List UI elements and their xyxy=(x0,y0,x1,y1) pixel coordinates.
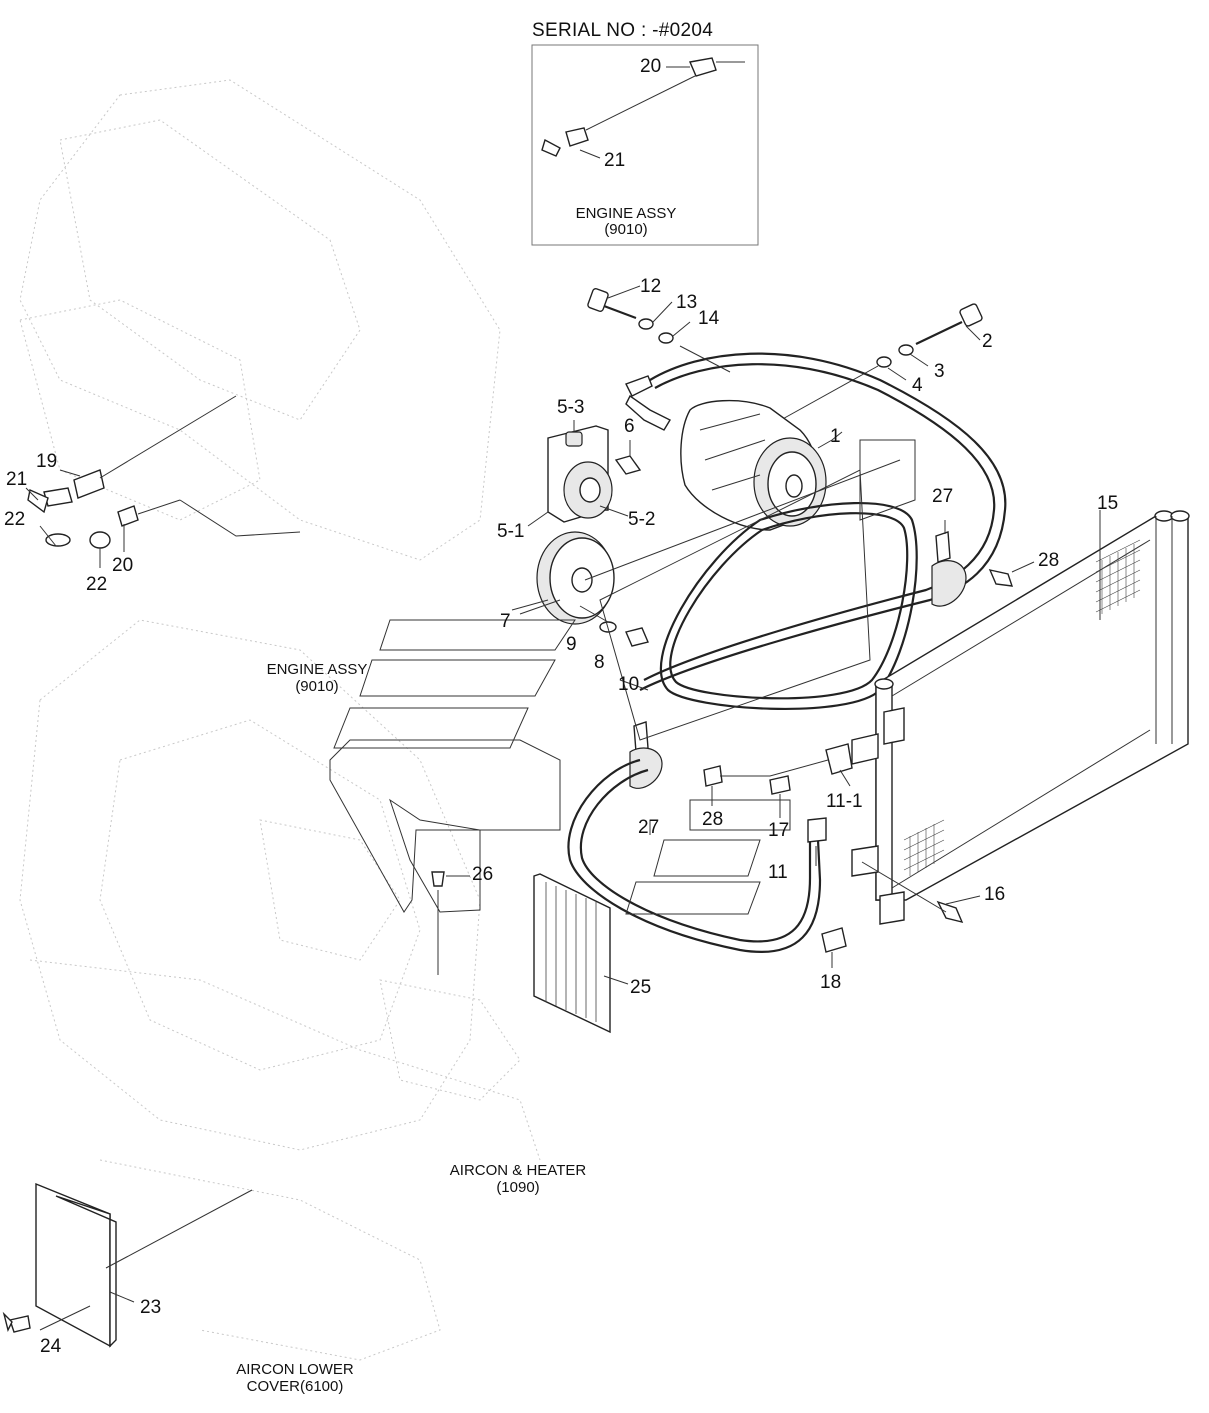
callout-3: 3 xyxy=(934,361,945,382)
callout-25: 25 xyxy=(630,977,652,998)
condenser-icon xyxy=(821,510,1190,953)
callout-11: 11 xyxy=(768,862,788,883)
aircon-lower-cover-ref-code: COVER(6100) xyxy=(246,1378,344,1395)
aircon-heater-ref-code: (1090) xyxy=(496,1179,540,1196)
callout-26: 26 xyxy=(472,864,494,885)
callout-22-left: 22 xyxy=(4,509,26,530)
callout-5-3: 5-3 xyxy=(557,397,585,418)
callout-21: 21 xyxy=(6,469,28,490)
belt-icon xyxy=(659,502,918,711)
wing-nut-icon xyxy=(2,1311,31,1333)
callout-5-2: 5-2 xyxy=(628,509,656,530)
callout-12: 12 xyxy=(640,276,662,297)
callout-11-1: 11-1 xyxy=(826,791,863,812)
engine-ghost-outline xyxy=(19,79,541,1361)
callout-10: 10 xyxy=(618,674,640,695)
engine-bracket-outline xyxy=(329,439,916,915)
aircon-lower-cover-ref-title: AIRCON LOWER xyxy=(236,1361,354,1378)
inset-box xyxy=(531,44,759,246)
callout-18: 18 xyxy=(820,972,842,993)
callout-19: 19 xyxy=(36,451,58,472)
callout-9: 9 xyxy=(566,634,577,655)
callout-27-upper: 27 xyxy=(932,486,954,507)
callout-7: 7 xyxy=(500,611,511,632)
inset-engine-ref-title: ENGINE ASSY xyxy=(575,205,677,222)
hose-icon xyxy=(625,345,1007,691)
callout-2: 2 xyxy=(982,331,993,352)
clamp-icon xyxy=(931,520,1014,607)
bolt-2-icon xyxy=(769,303,983,427)
callout-17: 17 xyxy=(768,820,790,841)
left-fittings-icon xyxy=(25,395,301,568)
inset-engine-ref-code: (9010) xyxy=(604,221,648,238)
callout-20: 20 xyxy=(112,555,134,576)
callout-13: 13 xyxy=(676,292,698,313)
engine-assy-ref-title: ENGINE ASSY xyxy=(266,661,368,678)
callout-24: 24 xyxy=(40,1336,62,1357)
inset-valve-icon xyxy=(541,57,745,159)
callout-16: 16 xyxy=(984,884,1006,905)
screw-icon xyxy=(431,871,470,975)
aircon-heater-ref-title: AIRCON & HEATER xyxy=(449,1162,587,1179)
callout-27-lower: 27 xyxy=(638,817,660,838)
callout-5-1: 5-1 xyxy=(497,521,525,542)
cover-panel-icon xyxy=(35,1182,253,1348)
callout-23: 23 xyxy=(140,1297,162,1318)
serial-number: SERIAL NO : -#0204 xyxy=(532,20,714,41)
callout-15: 15 xyxy=(1097,493,1119,514)
callout-8: 8 xyxy=(594,652,605,673)
engine-assy-ref-code: (9010) xyxy=(295,678,339,695)
callout-14: 14 xyxy=(698,308,720,329)
callout-1: 1 xyxy=(830,426,841,447)
callout-inset-20: 20 xyxy=(640,56,662,77)
leader-lines xyxy=(511,431,1101,968)
callout-28-lower: 28 xyxy=(702,809,724,830)
lower-hose-icon xyxy=(567,721,853,953)
compressor-icon xyxy=(680,399,833,531)
callout-28-upper: 28 xyxy=(1038,550,1060,571)
callout-inset-21: 21 xyxy=(604,150,626,171)
filter-icon xyxy=(533,873,629,1034)
callout-6: 6 xyxy=(624,416,635,437)
bracket-icon xyxy=(527,420,642,527)
bolt-icon xyxy=(587,285,691,344)
callout-22-bottom: 22 xyxy=(86,574,108,595)
callout-4: 4 xyxy=(912,375,923,396)
